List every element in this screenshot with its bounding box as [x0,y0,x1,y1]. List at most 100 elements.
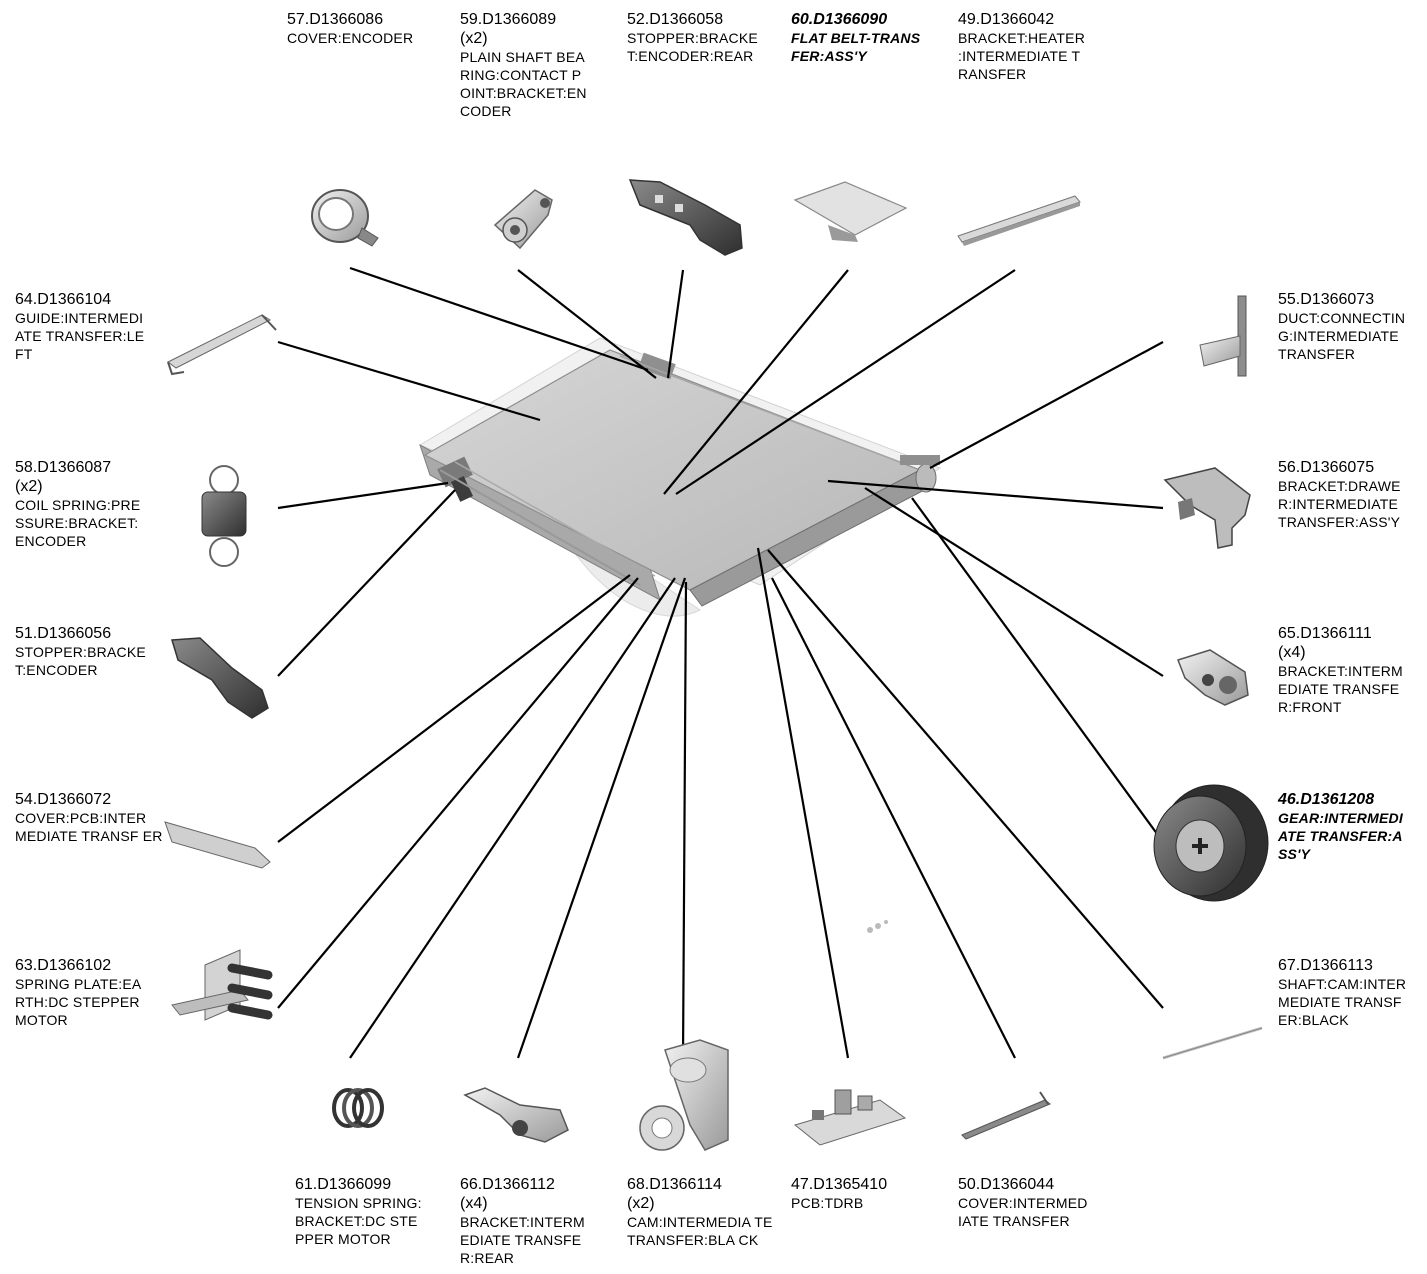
callout-56: 56.D1366075 BRACKET:DRAWE R:INTERMEDIATE… [1278,458,1426,531]
callout-67: 67.D1366113 SHAFT:CAM:INTER MEDIATE TRAN… [1278,956,1426,1029]
part-number-56: 56.D1366075 [1278,459,1375,476]
part-59-bearing-bracket [493,189,553,250]
quantity-65: (x4) [1278,644,1306,661]
part-64-guide-left [167,314,277,376]
part-55-duct [1199,295,1247,377]
callout-58: 58.D1366087 (x2) COIL SPRING:PRE SSURE:B… [15,458,165,550]
part-number-51: 51.D1366056 [15,625,112,642]
part-number-54: 54.D1366072 [15,791,112,808]
callout-51: 51.D1366056 STOPPER:BRACKE T:ENCODER [15,624,165,679]
part-number-57: 57.D1366086 [287,11,384,28]
part-desc-63: SPRING PLATE:EA RTH:DC STEPPER MOTOR [15,976,141,1028]
part-65-bracket-front [1177,649,1249,706]
part-small-fasteners [867,920,888,933]
leader-49 [675,269,1016,495]
part-number-55: 55.D1366073 [1278,291,1375,308]
leader-51 [277,489,456,677]
callout-55: 55.D1366073 DUCT:CONNECTIN G:INTERMEDIAT… [1278,290,1426,363]
part-desc-58: COIL SPRING:PRE SSURE:BRACKET: ENCODER [15,497,141,549]
part-67-cam-shaft [1162,1026,1263,1060]
quantity-68: (x2) [627,1195,655,1212]
part-56-drawer-bracket [1163,467,1251,549]
callout-54: 54.D1366072 COVER:PCB:INTER MEDIATE TRAN… [15,790,165,845]
part-desc-64: GUIDE:INTERMEDI ATE TRANSFER:LE FT [15,310,145,362]
part-desc-67: SHAFT:CAM:INTER MEDIATE TRANSF ER:BLACK [1278,976,1407,1028]
leader-55 [929,341,1164,469]
callout-47: 47.D1365410 PCB:TDRB [791,1175,941,1212]
part-number-60: 60.D1366090 [791,11,888,28]
leader-lines [277,266,1164,1059]
part-desc-57: COVER:ENCODER [287,30,414,46]
part-number-67: 67.D1366113 [1278,957,1373,974]
callout-52: 52.D1366058 STOPPER:BRACKE T:ENCODER:REA… [627,10,777,65]
part-number-64: 64.D1366104 [15,291,112,308]
part-number-52: 52.D1366058 [627,11,724,28]
leader-58 [277,481,449,510]
leader-46 [911,497,1164,843]
part-57-encoder-cover [311,189,379,247]
leader-68 [681,581,688,1059]
part-58-coil-spring [201,465,247,567]
part-number-47: 47.D1365410 [791,1176,888,1193]
part-desc-59: PLAIN SHAFT BEA RING:CONTACT P OINT:BRAC… [460,49,587,119]
callout-66: 66.D1366112 (x4) BRACKET:INTERM EDIATE T… [460,1175,610,1267]
part-50-cover [961,1091,1051,1140]
callout-60: 60.D1366090 FLAT BELT-TRANS FER:ASS'Y [791,10,941,65]
leader-59 [517,269,657,379]
part-number-58: 58.D1366087 [15,459,112,476]
quantity-66: (x4) [460,1195,488,1212]
part-51-stopper-bracket [171,637,269,719]
leader-66 [516,577,687,1059]
part-desc-56: BRACKET:DRAWE R:INTERMEDIATE TRANSFER:AS… [1278,478,1401,530]
part-52-stopper-bracket [628,179,743,256]
leader-65 [864,487,1164,677]
callout-68: 68.D1366114 (x2) CAM:INTERMEDIA TE TRANS… [627,1175,777,1249]
quantity-59: (x2) [460,30,488,47]
part-number-65: 65.D1366111 [1278,625,1372,642]
intermediate-transfer-unit [418,337,942,617]
part-desc-52: STOPPER:BRACKE T:ENCODER:REAR [627,30,758,64]
leader-60 [663,269,849,495]
part-desc-46: GEAR:INTERMEDI ATE TRANSFER:A SS'Y [1278,810,1403,862]
part-66-bracket-rear [463,1087,569,1143]
part-60-flat-belt [793,181,908,242]
quantity-58: (x2) [15,478,43,495]
leader-57 [349,266,649,372]
callout-57: 57.D1366086 COVER:ENCODER [287,10,447,47]
leader-64 [277,340,541,422]
part-number-46: 46.D1361208 [1278,791,1375,808]
part-49-heater-bracket [957,195,1081,246]
callout-59: 59.D1366089 (x2) PLAIN SHAFT BEA RING:CO… [460,10,610,120]
rear-bracket [638,352,676,380]
part-desc-66: BRACKET:INTERM EDIATE TRANSFE R:REAR [460,1214,585,1266]
callout-63: 63.D1366102 SPRING PLATE:EA RTH:DC STEPP… [15,956,165,1029]
part-47-pcb [793,1089,907,1146]
part-number-59: 59.D1366089 [460,11,557,28]
inner-rail-c [619,355,901,463]
part-desc-47: PCB:TDRB [791,1195,864,1211]
part-number-63: 63.D1366102 [15,957,112,974]
part-68-cam [639,1039,729,1151]
part-61-tension-spring [332,1088,384,1128]
part-desc-61: TENSION SPRING: BRACKET:DC STE PPER MOTO… [295,1195,422,1247]
leader-56 [827,479,1164,510]
encoder-stopper [451,476,473,502]
part-46-gear [1153,784,1269,902]
leader-63 [277,577,639,1009]
callout-61: 61.D1366099 TENSION SPRING: BRACKET:DC S… [295,1175,445,1248]
part-63-spring-plate [171,949,273,1021]
callout-46: 46.D1361208 GEAR:INTERMEDI ATE TRANSFER:… [1278,790,1426,863]
leader-52 [666,269,685,379]
part-desc-50: COVER:INTERMED IATE TRANSFER [958,1195,1088,1229]
part-desc-55: DUCT:CONNECTIN G:INTERMEDIATE TRANSFER [1278,310,1406,362]
leader-47 [756,547,850,1059]
transfer-belt-surface [423,349,922,591]
part-number-50: 50.D1366044 [958,1176,1055,1193]
leader-54 [277,574,631,843]
part-desc-54: COVER:PCB:INTER MEDIATE TRANSF ER [15,810,163,844]
leader-67 [767,549,1164,1009]
leader-61 [349,577,676,1059]
part-number-61: 61.D1366099 [295,1176,392,1193]
encoder-housing [437,456,473,488]
